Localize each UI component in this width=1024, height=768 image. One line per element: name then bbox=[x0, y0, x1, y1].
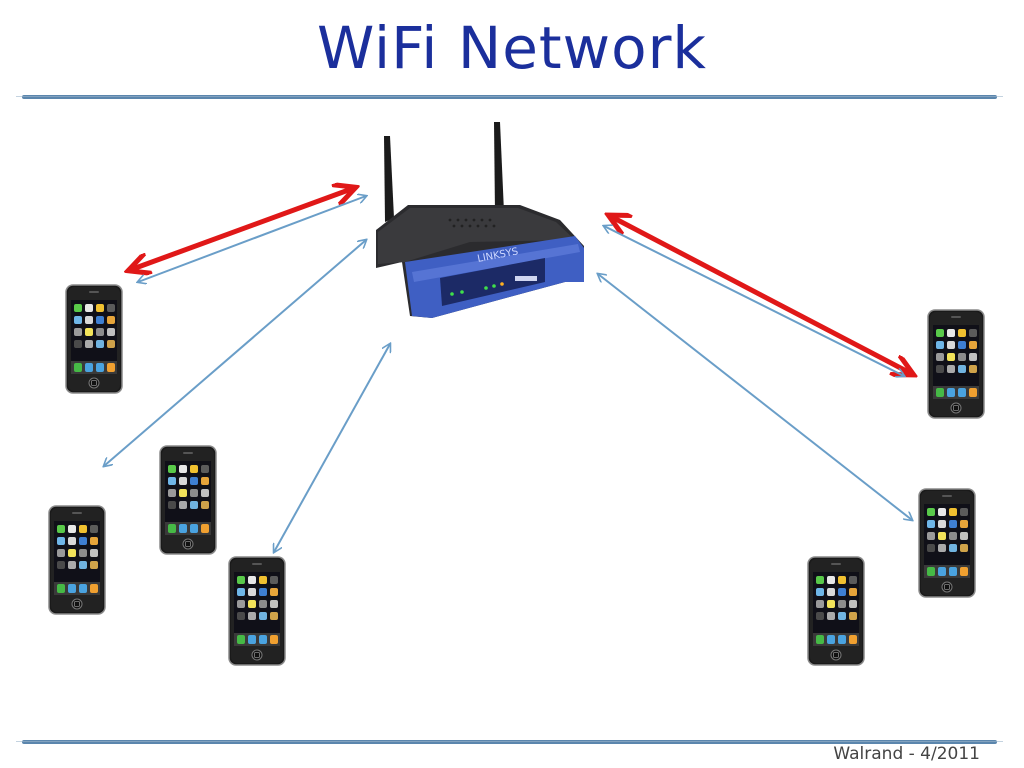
smartphone-4 bbox=[228, 556, 286, 666]
wireless-router: LINKSYS bbox=[376, 122, 584, 318]
router-antenna-left bbox=[384, 136, 394, 222]
slide-title: WiFi Network bbox=[316, 14, 708, 82]
link-router-phone-4 bbox=[274, 344, 390, 552]
smartphone-2 bbox=[48, 505, 106, 615]
link-router-phone-5 bbox=[604, 226, 904, 376]
router-antenna-right bbox=[494, 122, 504, 214]
link-router-phone-2 bbox=[104, 240, 366, 466]
smartphone-3 bbox=[159, 445, 217, 555]
link-router-phone-6 bbox=[598, 274, 912, 520]
link-router-phone-5-active bbox=[610, 216, 912, 374]
smartphone-7 bbox=[807, 556, 865, 666]
link-router-phone-1-active bbox=[130, 188, 354, 270]
smartphone-6 bbox=[918, 488, 976, 598]
footer-divider bbox=[16, 740, 1003, 744]
title-divider bbox=[16, 95, 1003, 99]
router-status-leds bbox=[450, 276, 537, 296]
smartphone-1 bbox=[65, 284, 123, 394]
smartphone-5 bbox=[927, 309, 985, 419]
slide-footer: Walrand - 4/2011 bbox=[833, 744, 980, 764]
